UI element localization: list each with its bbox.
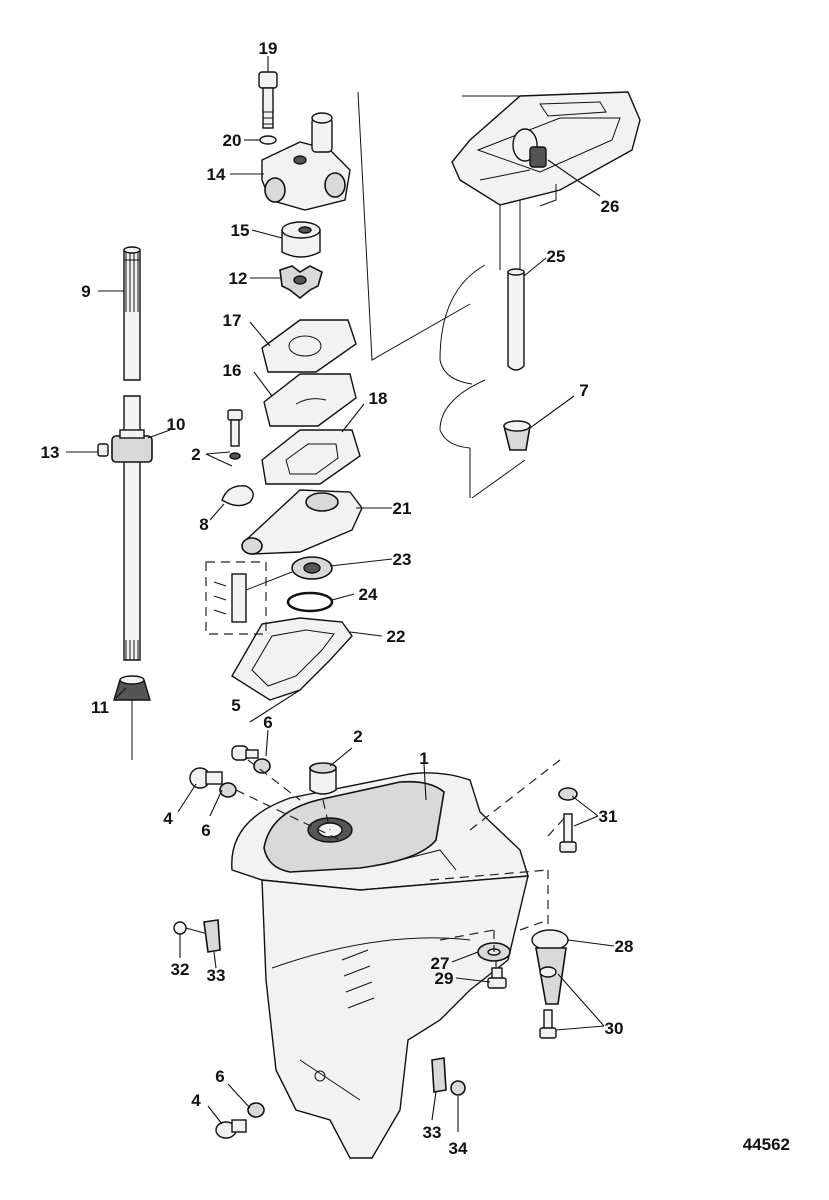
callout-29: 29 xyxy=(435,969,454,988)
callout-24: 24 xyxy=(359,585,378,604)
callout-labels: 19 20 14 15 12 17 16 18 2 8 21 23 24 22 … xyxy=(41,39,634,1158)
figure-id: 44562 xyxy=(743,1135,790,1154)
pinion-gear-part xyxy=(113,675,151,701)
callout-15: 15 xyxy=(231,221,250,240)
gear-housing-part xyxy=(231,772,529,1159)
impeller-part xyxy=(279,265,323,300)
screw-31-part xyxy=(558,787,578,853)
callout-16: 16 xyxy=(223,361,242,380)
gasket-18-part xyxy=(261,429,361,485)
screw-32-part xyxy=(173,921,209,935)
callout-18: 18 xyxy=(369,389,388,408)
callout-13: 13 xyxy=(41,443,60,462)
water-tube-seal-part xyxy=(502,420,531,451)
seal-kit-box xyxy=(205,561,293,635)
callout-8: 8 xyxy=(199,515,208,534)
screw-4a-part xyxy=(189,767,237,798)
face-plate-16-part xyxy=(263,373,357,427)
alignment-lines xyxy=(235,759,569,968)
impeller-insert-part xyxy=(281,221,321,258)
callout-14: 14 xyxy=(207,165,226,184)
callout-23: 23 xyxy=(393,550,412,569)
sleeve-2b-part xyxy=(309,762,337,795)
leader-lines xyxy=(66,56,615,1132)
assembly-axis-line xyxy=(357,91,471,361)
callout-12: 12 xyxy=(229,269,248,288)
callout-21: 21 xyxy=(393,499,412,518)
callout-10: 10 xyxy=(167,415,186,434)
screw-6a-part xyxy=(231,745,271,774)
gasket-22-part xyxy=(231,617,353,701)
callout-5: 5 xyxy=(231,696,240,715)
callout-30: 30 xyxy=(605,1019,624,1038)
callout-34: 34 xyxy=(449,1139,468,1158)
screw-2-part xyxy=(227,409,243,447)
housing-bracket-outline xyxy=(439,264,526,499)
screw-29-part xyxy=(487,967,507,989)
callout-17: 17 xyxy=(223,311,242,330)
callout-2-lower: 2 xyxy=(353,727,362,746)
callout-7: 7 xyxy=(579,381,588,400)
callout-32: 32 xyxy=(171,960,190,979)
callout-2-upper: 2 xyxy=(191,445,200,464)
callout-9: 9 xyxy=(81,282,90,301)
screw-4b-part xyxy=(215,1102,265,1139)
trim-tab-28-part xyxy=(531,929,569,1005)
callout-20: 20 xyxy=(223,131,242,150)
callout-28: 28 xyxy=(615,937,634,956)
callout-6-upper: 6 xyxy=(263,713,272,732)
locking-tab-part xyxy=(221,452,254,507)
oil-seal-23-part xyxy=(291,556,333,580)
callout-33-lower: 33 xyxy=(423,1123,442,1142)
callout-6-middle: 6 xyxy=(201,821,210,840)
callout-4-lower: 4 xyxy=(191,1091,201,1110)
callout-4-upper: 4 xyxy=(163,809,173,828)
o-ring-24-part xyxy=(286,591,334,613)
driveshaft-part xyxy=(111,246,153,661)
callout-31: 31 xyxy=(599,807,618,826)
pump-housing-part xyxy=(261,112,351,211)
callout-1: 1 xyxy=(419,749,428,768)
screw-30-part xyxy=(539,966,557,1039)
water-pump-base-part xyxy=(241,489,363,555)
callout-25: 25 xyxy=(547,247,566,266)
callout-11: 11 xyxy=(91,698,109,717)
adapter-plate-part xyxy=(451,91,641,270)
washer-20-part xyxy=(259,135,277,145)
callout-6-lower: 6 xyxy=(215,1067,224,1086)
water-tube-part xyxy=(507,268,525,371)
bolt-19-part xyxy=(258,71,278,129)
callout-26: 26 xyxy=(601,197,620,216)
clip-33a-part xyxy=(203,919,221,953)
key-13-part xyxy=(97,443,109,457)
nut-34-part xyxy=(450,1080,466,1096)
callout-27: 27 xyxy=(431,954,450,973)
callout-19: 19 xyxy=(259,39,278,58)
callout-33-upper: 33 xyxy=(207,966,226,985)
gasket-17-part xyxy=(261,319,357,373)
clip-33b-part xyxy=(431,1057,447,1093)
callout-22: 22 xyxy=(387,627,406,646)
